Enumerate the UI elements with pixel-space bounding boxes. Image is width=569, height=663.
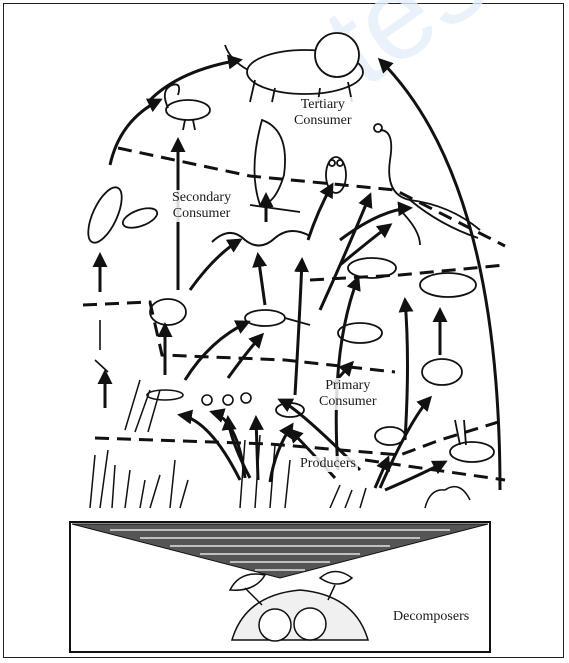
decomposer-section xyxy=(70,522,490,652)
sheep-illustration xyxy=(422,359,462,385)
decomposers-label: Decomposers xyxy=(393,609,469,625)
arrow-plant-grasshopper xyxy=(180,415,240,480)
arrow-cat-wolf xyxy=(336,278,358,470)
rabbit-illustration xyxy=(375,427,405,445)
microbe-circle-left xyxy=(259,609,291,641)
tertiary-consumer-label: Tertiary Consumer xyxy=(292,97,354,129)
secondary-label-line2: Consumer xyxy=(172,206,231,222)
eagle-illustration xyxy=(250,120,300,212)
microbe-circle-right xyxy=(294,608,326,640)
arrow-rabbit-wolf xyxy=(405,300,408,440)
primary-label-line1: Primary xyxy=(319,378,377,394)
cat-illustration xyxy=(338,323,382,343)
wolf-illustration xyxy=(348,258,476,297)
arrow-grasshopper-bird xyxy=(185,322,248,380)
secondary-consumer-label: Secondary Consumer xyxy=(170,190,233,222)
arrow-bird-snake xyxy=(258,255,265,305)
arrow-mouse-snake xyxy=(295,260,302,395)
snake-illustration xyxy=(212,231,310,246)
primary-label-line2: Consumer xyxy=(319,394,377,410)
owl-illustration xyxy=(326,157,346,193)
arrow-snake-owl xyxy=(308,185,332,240)
trophic-boundaries xyxy=(83,148,505,480)
heron-illustration xyxy=(165,84,210,130)
arrow-cat-peacock xyxy=(320,195,370,310)
arrow-frog-snake xyxy=(190,240,240,290)
fish-illustration xyxy=(81,183,159,248)
tertiary-label-line2: Consumer xyxy=(294,113,352,129)
secondary-label-line1: Secondary xyxy=(172,190,231,206)
tertiary-label-line1: Tertiary xyxy=(294,97,352,113)
lion-illustration xyxy=(225,33,363,102)
producers-label: Producers xyxy=(298,456,358,472)
primary-consumer-label: Primary Consumer xyxy=(317,378,379,410)
frog-illustration xyxy=(150,299,186,325)
arrow-beetle-bird xyxy=(228,335,262,378)
arrow-heron-lion xyxy=(150,60,240,100)
boundary-primary xyxy=(95,420,505,455)
